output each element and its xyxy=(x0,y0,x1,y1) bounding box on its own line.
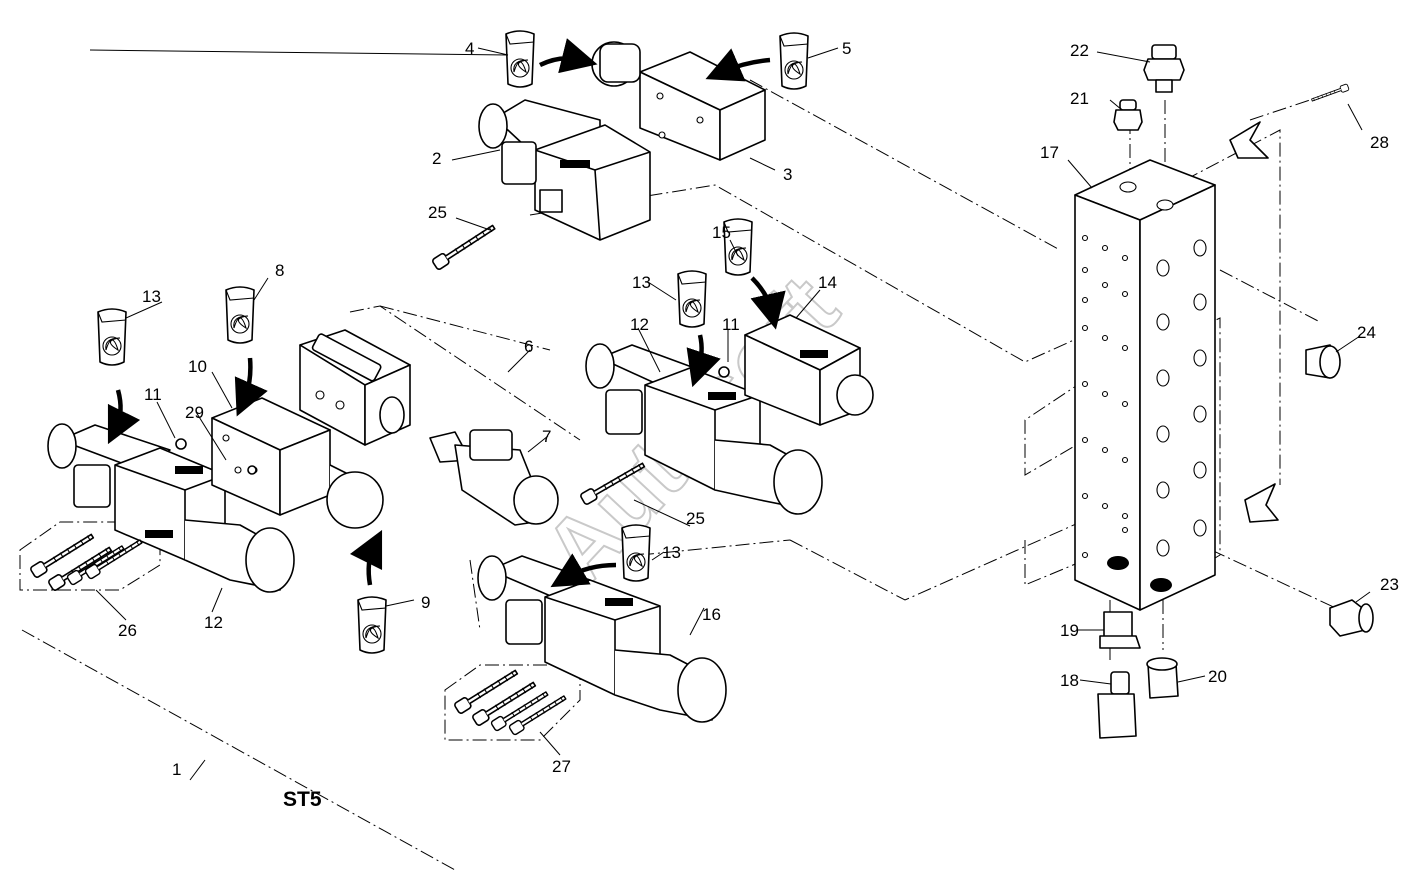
callout-7: 7 xyxy=(542,427,551,446)
callout-11-right: 11 xyxy=(722,315,740,334)
callout-25-middle: 25 xyxy=(686,509,705,528)
callout-5: 5 xyxy=(842,39,851,58)
fitting-23 xyxy=(1329,599,1374,637)
valve-body-6 xyxy=(299,329,411,446)
callout-13-left: 13 xyxy=(142,287,161,306)
solenoid-valve-12-right xyxy=(585,343,823,515)
plug-24 xyxy=(1305,344,1341,379)
callout-16: 16 xyxy=(702,605,721,624)
callout-1: 1 xyxy=(172,760,181,779)
coil-7 xyxy=(429,429,559,526)
solenoid-valve-2 xyxy=(478,99,651,241)
screw-set-26 xyxy=(28,530,145,593)
callout-20: 20 xyxy=(1208,667,1227,686)
callout-13-bottom: 13 xyxy=(662,543,681,562)
callout-labels: 1 2 3 4 5 6 7 8 9 10 11 11 12 12 13 13 1… xyxy=(118,39,1399,779)
callout-10: 10 xyxy=(188,357,207,376)
callout-22: 22 xyxy=(1070,41,1089,60)
callout-12-left: 12 xyxy=(204,613,223,632)
assembly-arrows xyxy=(107,38,786,588)
callout-21: 21 xyxy=(1070,89,1089,108)
plug-20 xyxy=(1146,657,1179,699)
seal-tag-9 xyxy=(357,596,387,654)
fitting-22 xyxy=(1143,44,1185,93)
callout-24: 24 xyxy=(1357,323,1376,342)
nut-11-left xyxy=(175,438,187,450)
nut-11-right xyxy=(718,366,730,378)
nut-29 xyxy=(247,465,257,475)
callout-15: 15 xyxy=(712,223,731,242)
group-label: ST5 xyxy=(283,788,322,811)
solenoid-valve-12-left xyxy=(47,423,295,593)
seal-tag-13-bottom xyxy=(621,524,651,582)
callout-27: 27 xyxy=(552,757,571,776)
callout-14: 14 xyxy=(818,273,837,292)
valve-body-10 xyxy=(211,397,384,529)
seal-tag-5 xyxy=(779,32,809,90)
callout-4: 4 xyxy=(465,39,474,58)
bolt-28 xyxy=(1310,83,1350,104)
manifold-block-17 xyxy=(1074,159,1216,611)
callout-2: 2 xyxy=(432,149,441,168)
callout-18: 18 xyxy=(1060,671,1079,690)
callout-23: 23 xyxy=(1380,575,1399,594)
callout-28: 28 xyxy=(1370,133,1389,152)
callout-9: 9 xyxy=(421,593,430,612)
callout-6: 6 xyxy=(524,337,533,356)
callout-13-right: 13 xyxy=(632,273,651,292)
callout-26: 26 xyxy=(118,621,137,640)
seal-tag-8 xyxy=(225,286,255,344)
callout-29: 29 xyxy=(185,403,204,422)
callout-11-left: 11 xyxy=(144,385,162,404)
screw-set-27 xyxy=(452,666,569,737)
bracket-clips xyxy=(1229,121,1279,523)
fitting-21 xyxy=(1113,99,1143,131)
callout-3: 3 xyxy=(783,165,792,184)
fitting-18 xyxy=(1097,671,1137,739)
valve-body-3 xyxy=(591,41,766,161)
callout-17: 17 xyxy=(1040,143,1059,162)
leader-lines xyxy=(89,47,1371,781)
seal-tag-13-left xyxy=(97,308,127,366)
fitting-19 xyxy=(1099,611,1141,649)
callout-25-top: 25 xyxy=(428,203,447,222)
callout-12-right: 12 xyxy=(630,315,649,334)
seal-tag-13-right xyxy=(677,270,707,328)
callout-8: 8 xyxy=(275,261,284,280)
seal-tag-4 xyxy=(505,30,535,88)
callout-19: 19 xyxy=(1060,621,1079,640)
